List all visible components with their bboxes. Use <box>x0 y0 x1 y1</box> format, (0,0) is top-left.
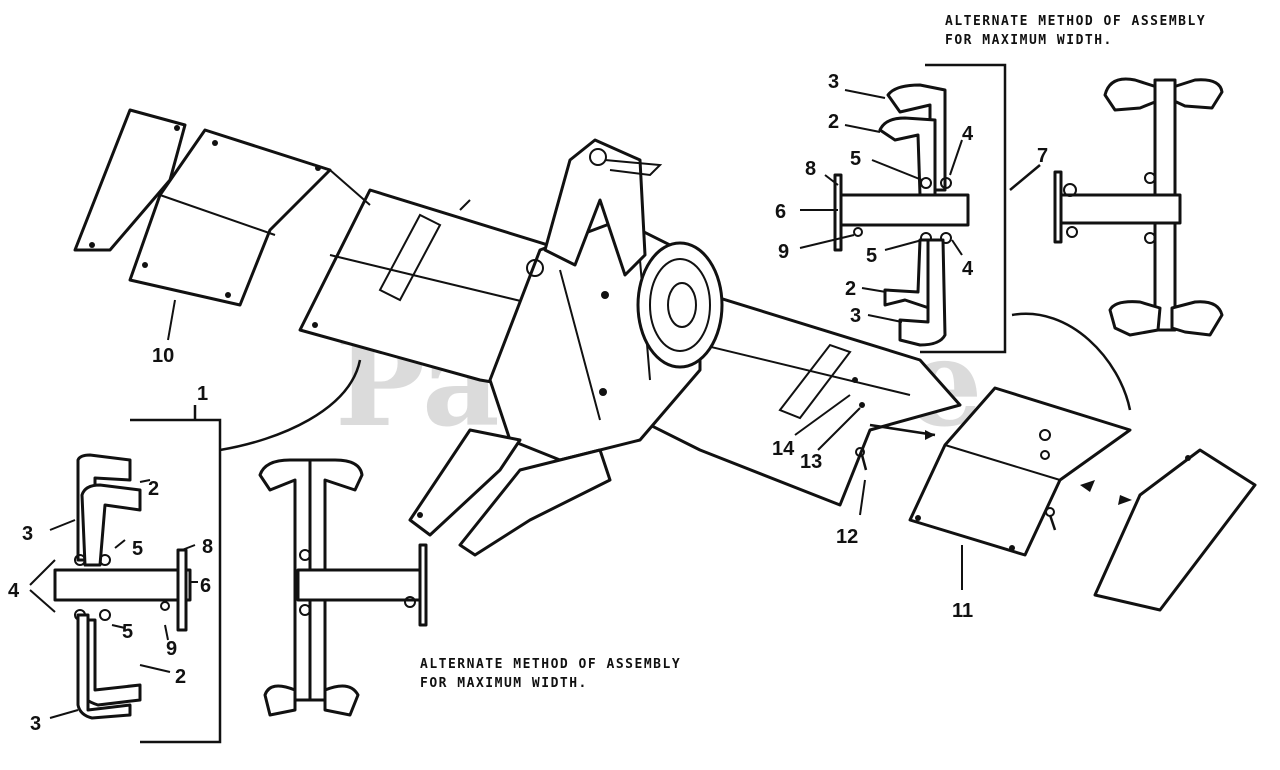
svg-text:ALTERNATE METHOD OF ASSEMBLY: ALTERNATE METHOD OF ASSEMBLY <box>420 657 681 672</box>
callout-4: 4 <box>8 580 20 602</box>
callout-5: 5 <box>850 148 861 170</box>
svg-text:FOR MAXIMUM WIDTH.: FOR MAXIMUM WIDTH. <box>945 33 1113 48</box>
callout-9: 9 <box>778 241 789 263</box>
callout-5: 5 <box>866 245 877 267</box>
note-top-right: ALTERNATE METHOD OF ASSEMBLY FOR MAXIMUM… <box>945 14 1206 48</box>
note-bottom-center: ALTERNATE METHOD OF ASSEMBLY FOR MAXIMUM… <box>420 657 681 691</box>
right-deflector-panel <box>869 386 1257 612</box>
connector-left <box>219 359 362 452</box>
hitch-bracket <box>543 138 663 277</box>
callout-9: 9 <box>166 638 177 660</box>
callout-13: 13 <box>800 451 822 473</box>
main-callouts: 10 1 7 14 13 12 11 <box>152 145 1048 622</box>
callout-8: 8 <box>805 158 816 180</box>
callout-1: 1 <box>197 383 208 405</box>
callout-2: 2 <box>175 666 186 688</box>
callout-11: 11 <box>952 600 973 622</box>
connector-right <box>1011 312 1132 411</box>
callout-6: 6 <box>775 201 786 223</box>
left-alternate-assembly <box>258 458 428 717</box>
pulley <box>636 241 724 369</box>
callout-10: 10 <box>152 345 174 367</box>
svg-text:FOR MAXIMUM WIDTH.: FOR MAXIMUM WIDTH. <box>420 676 588 691</box>
right-detail-callouts: 3 2 4 5 8 6 9 5 4 2 3 <box>775 71 974 327</box>
callout-8: 8 <box>202 536 213 558</box>
left-detail-callouts: 2 3 5 8 4 6 5 9 2 3 <box>8 478 213 735</box>
callout-12: 12 <box>836 526 858 548</box>
right-tine-detail <box>833 63 1041 354</box>
callout-7: 7 <box>1037 145 1048 167</box>
hardware-bolts <box>855 447 1057 531</box>
svg-text:ALTERNATE METHOD OF ASSEMBLY: ALTERNATE METHOD OF ASSEMBLY <box>945 14 1206 29</box>
callout-14: 14 <box>772 438 795 460</box>
callout-3: 3 <box>828 71 839 93</box>
callout-3: 3 <box>30 713 41 735</box>
callout-2: 2 <box>828 111 839 133</box>
callout-4: 4 <box>962 123 974 145</box>
left-deflector-panel <box>73 108 371 307</box>
callout-6: 6 <box>200 575 211 597</box>
callout-5: 5 <box>132 538 143 560</box>
callout-4: 4 <box>962 258 974 280</box>
right-alternate-assembly <box>1053 77 1224 337</box>
callout-2: 2 <box>845 278 856 300</box>
callout-3: 3 <box>850 305 861 327</box>
left-tine-detail <box>29 405 222 744</box>
callout-3: 3 <box>22 523 33 545</box>
callout-2: 2 <box>148 478 159 500</box>
callout-5: 5 <box>122 621 133 643</box>
